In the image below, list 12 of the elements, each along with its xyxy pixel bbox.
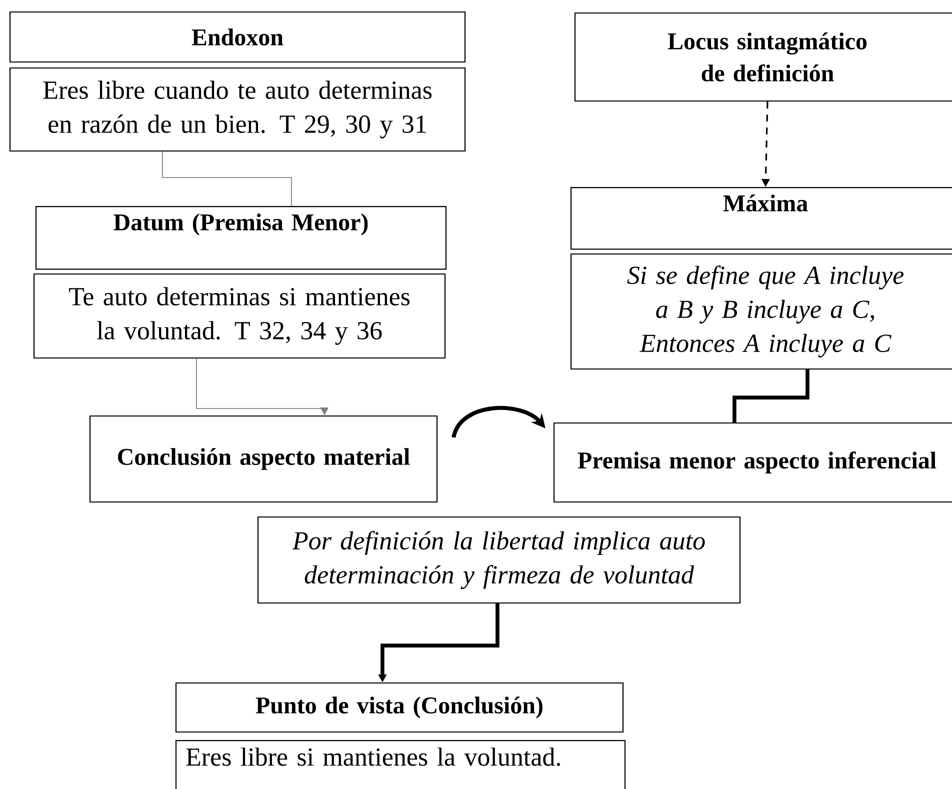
text-box: Te auto determinas si mantienes la voluntad. T 32, 34 y 36 [33, 273, 446, 359]
text-box: Eres libre cuando te auto determinas en razón de un bien. T 29, 30 y 31 [9, 67, 466, 152]
text-box: Por definición la libertad implica auto determinación y firmeza de voluntad [257, 516, 741, 604]
text-box: Conclusión aspecto material [89, 415, 438, 503]
text-box: Locus sintagmático de definición [574, 12, 952, 102]
text-box: Eres libre si mantienes la voluntad. [175, 740, 626, 789]
text-box: Si se define que A incluye a B y B incluye a C, Entonces A incluye a C [570, 253, 952, 370]
text-box: Máxima [570, 187, 952, 250]
text-box: Punto de vista (Conclusión) [175, 682, 624, 733]
text-box: Datum (Premisa Menor) [35, 206, 447, 270]
text-box: Premisa menor aspecto inferencial [553, 422, 952, 503]
text-box: Endoxon [9, 11, 466, 63]
